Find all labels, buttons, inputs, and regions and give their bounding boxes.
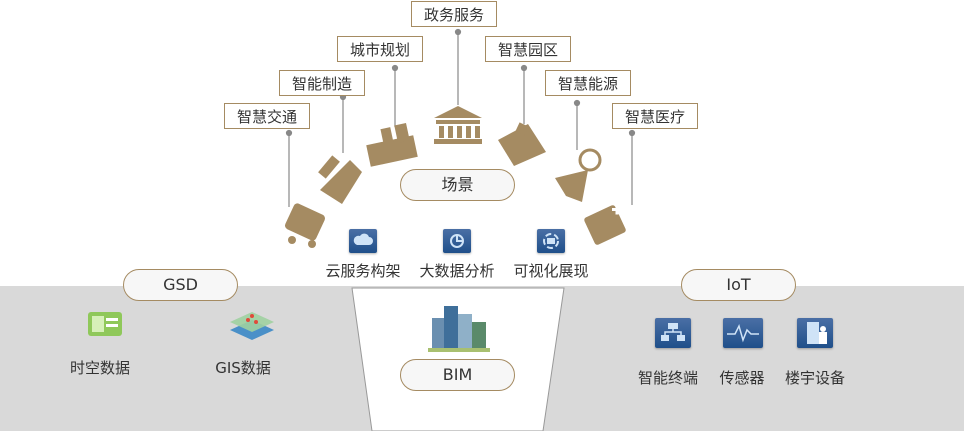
scene-gov-service[interactable]: 政务服务 — [411, 1, 498, 27]
big-data-icon — [443, 229, 471, 253]
scene-smart-energy[interactable]: 智慧能源 — [545, 70, 632, 96]
scene-smart-traffic[interactable]: 智慧交通 — [224, 103, 311, 129]
scene-icons — [284, 106, 626, 248]
iot-pill: IoT — [681, 269, 796, 301]
hospital-icon — [584, 204, 626, 245]
iot-label-building-equipment: 楼宇设备 — [784, 369, 845, 387]
service-label-cloud: 云服务构架 — [325, 262, 401, 280]
building-equipment-icon — [797, 318, 833, 348]
city-skyline-icon — [366, 122, 418, 167]
scene-urban-planning[interactable]: 城市规划 — [337, 36, 424, 62]
service-label-visual: 可视化展现 — [513, 262, 589, 280]
bim-pill: BIM — [400, 359, 515, 391]
scene-smart-medical[interactable]: 智慧医疗 — [612, 103, 699, 129]
factory-icon — [318, 155, 362, 204]
energy-icon — [555, 148, 602, 202]
iot-label-sensor: 传感器 — [719, 369, 765, 387]
bim-buildings-icon — [428, 306, 490, 352]
gsd-pill: GSD — [123, 269, 238, 301]
service-label-bigdata: 大数据分析 — [419, 262, 495, 280]
gis-data-icon — [230, 312, 274, 340]
bus-icon — [284, 203, 326, 248]
iot-label-smart-terminal: 智能终端 — [637, 369, 698, 387]
visualization-icon — [537, 229, 565, 253]
scene-smart-park[interactable]: 智慧园区 — [485, 36, 572, 62]
scene-smart-manufacturing[interactable]: 智能制造 — [279, 70, 366, 96]
spatiotemporal-data-icon — [88, 312, 122, 336]
cloud-service-icon — [349, 229, 377, 253]
sensor-icon — [723, 318, 763, 348]
government-building-icon — [434, 106, 482, 144]
smart-terminal-icon — [655, 318, 691, 348]
scene-pill: 场景 — [400, 169, 515, 201]
gsd-label-spatiotemporal: 时空数据 — [69, 359, 130, 377]
gsd-label-gis: GIS数据 — [215, 359, 271, 377]
park-building-icon — [498, 122, 546, 166]
